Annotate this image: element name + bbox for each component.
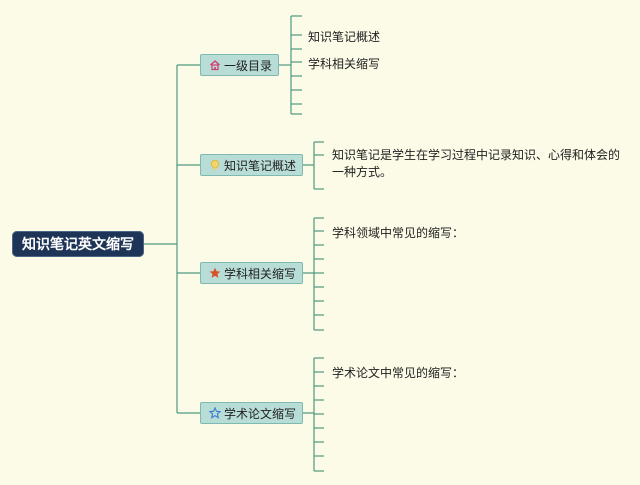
home-icon xyxy=(209,59,221,71)
branch-node-label: 学科相关缩写 xyxy=(224,266,297,281)
star-filled-icon xyxy=(209,267,221,279)
star-outline-icon xyxy=(209,407,221,419)
paper-abbr-text[interactable]: 学术论文中常见的缩写： xyxy=(332,366,465,380)
leaf-item[interactable]: 知识笔记概述 xyxy=(308,30,381,44)
branch-node-label: 一级目录 xyxy=(224,58,273,73)
branch-node-paper-abbr[interactable]: 学术论文缩写 xyxy=(200,402,304,424)
root-node-label: 知识笔记英文缩写 xyxy=(22,237,134,253)
subject-abbr-text[interactable]: 学科领域中常见的缩写： xyxy=(332,226,465,240)
branch-node-overview[interactable]: 知识笔记概述 xyxy=(200,154,304,176)
overview-text[interactable]: 知识笔记是学生在学习过程中记录知识、心得和体会的一种方式。 xyxy=(332,148,621,179)
bulb-icon xyxy=(209,159,221,171)
branch-node-subject-abbr[interactable]: 学科相关缩写 xyxy=(200,262,304,284)
branch-node-label: 知识笔记概述 xyxy=(224,158,297,173)
branch-node-catalog[interactable]: 一级目录 xyxy=(200,54,280,76)
branch-node-label: 学术论文缩写 xyxy=(224,406,297,421)
leaf-item[interactable]: 学科相关缩写 xyxy=(308,57,381,71)
root-node[interactable]: 知识笔记英文缩写 xyxy=(12,231,144,257)
